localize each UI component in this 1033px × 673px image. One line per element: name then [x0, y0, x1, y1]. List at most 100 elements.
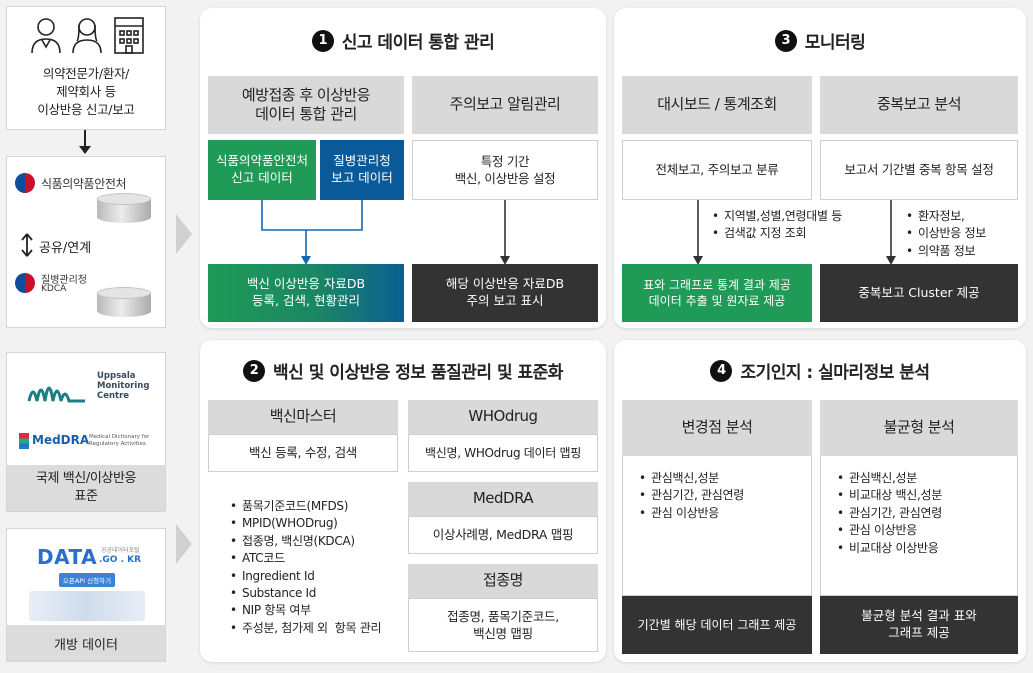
list-item: 비교대상 백신,성분 — [837, 487, 942, 505]
list-item: MPID(WHODrug) — [230, 515, 381, 533]
p3-bullets-right: 환자정보, 이상반응 정보 의약품 정보 — [904, 208, 986, 261]
p1-result-left: 백신 이상반응 자료DB 등록, 검색, 현황관리 — [208, 264, 404, 322]
reporter-icons — [31, 17, 144, 54]
p3-result-left: 표와 그래프로 통계 결과 제공 데이터 추출 및 원자료 제공 — [622, 264, 812, 322]
arrow-reporters-to-agencies — [84, 130, 86, 148]
kdca-db-icon — [97, 287, 151, 321]
reporters-text: 의약전문가/환자/ 제약회사 등 이상반응 신고/보고 — [37, 66, 135, 118]
mfds-db-icon — [97, 193, 151, 227]
list-item: NIP 항목 여부 — [230, 602, 381, 620]
list-item: 지역별,성별,연령대별 등 — [712, 208, 842, 226]
flow-chevron-top — [176, 214, 192, 254]
datagokr-laptop-illustration — [29, 591, 145, 621]
list-item: 관심기간, 관심연령 — [837, 505, 942, 523]
intl-standards-card: Uppsala Monitoring Centre MedDRA Medical… — [6, 352, 166, 512]
p4-left-body: 관심백신,성분 관심기간, 관심연령 관심 이상반응 — [622, 456, 812, 596]
list-item: ATC코드 — [230, 550, 381, 568]
agencies-card: 식품의약품안전처 공유/연계 질병관리청 KDCA — [6, 156, 166, 328]
panel4-number-badge: 4 — [710, 359, 733, 382]
flow-chevron-bottom — [176, 524, 192, 564]
p4-header-left: 변경점 분석 — [622, 400, 812, 456]
pharma-building-icon — [114, 17, 144, 54]
p2-vaccine-master-desc: 백신 등록, 수정, 검색 — [208, 434, 398, 472]
p1-header-right: 주의보고 알림관리 — [412, 76, 598, 134]
list-item: 접종명, 백신명(KDCA) — [230, 533, 381, 551]
list-item: Substance Id — [230, 585, 381, 603]
list-item: Ingredient Id — [230, 568, 381, 586]
p4-result-right: 불균형 분석 결과 표와 그래프 제공 — [820, 596, 1018, 654]
p4-header-right: 불균형 분석 — [820, 400, 1018, 456]
open-data-card: DATA 공공데이터포털 .GO . KR 오픈API 신청하기 개방 데이터 — [6, 528, 166, 662]
p3-bullets-left: 지역별,성별,연령대별 등 검색값 지정 조회 — [710, 208, 842, 243]
p1-condition-box: 특정 기간 백신, 이상반응 설정 — [412, 140, 598, 200]
p1-merge-connector — [261, 200, 510, 265]
datagokr-small-label: 공공데이터포털 — [101, 547, 140, 554]
panel1-title-row: 1 신고 데이터 통합 관리 — [200, 28, 606, 53]
panel4-title-row: 4 조기인지 : 실마리정보 분석 — [614, 358, 1026, 383]
list-item: 관심백신,성분 — [639, 470, 744, 488]
intl-standard-label: 국제 백신/이상반응 표준 — [7, 465, 165, 511]
p4-right-body: 관심백신,성분 비교대상 백신,성분 관심기간, 관심연령 관심 이상반응 비교… — [820, 456, 1018, 596]
list-item: 관심 이상반응 — [639, 505, 744, 523]
p3-header-left: 대시보드 / 통계조회 — [622, 76, 812, 134]
p2-vaccination-desc: 접종명, 품목기준코드, 백신명 맵핑 — [408, 598, 598, 652]
p4-result-left: 기간별 해당 데이터 그래프 제공 — [622, 596, 812, 654]
meddra-logo-icon — [19, 433, 29, 449]
p2-whodrug-header: WHOdrug — [408, 400, 598, 434]
p1-mfds-data: 식품의약품안전처 신고 데이터 — [208, 140, 316, 200]
list-item: 이상반응 정보 — [906, 225, 986, 243]
mfds-label: 식품의약품안전처 — [41, 177, 127, 191]
datagokr-logo: DATA — [37, 545, 98, 569]
list-item: 관심 이상반응 — [837, 522, 942, 540]
open-data-label: 개방 데이터 — [7, 625, 165, 661]
list-item: 의약품 정보 — [906, 243, 986, 261]
share-label: 공유/연계 — [39, 241, 92, 256]
panel2-title: 백신 및 이상반응 정보 품질관리 및 표준화 — [273, 363, 563, 383]
share-arrow-icon — [21, 233, 33, 257]
datagokr-api-button: 오픈API 신청하기 — [59, 573, 115, 587]
p3-header-right: 중복보고 분석 — [820, 76, 1018, 134]
datagokr-domain: .GO . KR — [99, 555, 142, 565]
p1-header-left: 예방접종 후 이상반응 데이터 통합 관리 — [208, 76, 404, 134]
panel4-title: 조기인지 : 실마리정보 분석 — [740, 363, 930, 383]
p2-item-list: 품목기준코드(MFDS) MPID(WHODrug) 접종명, 백신명(KDCA… — [228, 498, 382, 638]
p2-whodrug-desc: 백신명, WHOdrug 데이터 맵핑 — [408, 434, 598, 472]
uppsala-logo-icon — [27, 386, 85, 403]
p1-result-right: 해당 이상반응 자료DB 주의 보고 표시 — [412, 264, 598, 322]
doctor-icon — [31, 18, 61, 54]
p3-arrows — [693, 200, 896, 265]
panel1-title: 신고 데이터 통합 관리 — [341, 33, 495, 53]
p3-result-right: 중복보고 Cluster 제공 — [820, 264, 1018, 322]
reporters-card: 의약전문가/환자/ 제약회사 등 이상반응 신고/보고 — [6, 6, 166, 130]
uppsala-logo-text: Uppsala Monitoring Centre — [97, 371, 150, 402]
panel3-title: 모니터링 — [804, 33, 866, 53]
list-item: 검색값 지정 조회 — [712, 225, 842, 243]
p4-bullets-left: 관심백신,성분 관심기간, 관심연령 관심 이상반응 — [637, 470, 744, 523]
panel1-number-badge: 1 — [311, 29, 334, 52]
arrow-head — [79, 146, 91, 154]
panel2-number-badge: 2 — [243, 359, 266, 382]
list-item: 주성분, 첨가제 외 항목 관리 — [230, 620, 382, 638]
p2-meddra-header: MedDRA — [408, 482, 598, 516]
p3-box-right: 보고서 기간별 중복 항목 설정 — [820, 140, 1018, 200]
panel3-title-row: 3 모니터링 — [614, 28, 1026, 53]
p3-box-left: 전체보고, 주의보고 분류 — [622, 140, 812, 200]
p2-meddra-desc: 이상사례명, MedDRA 맵핑 — [408, 516, 598, 554]
list-item: 관심백신,성분 — [837, 470, 942, 488]
panel3-number-badge: 3 — [774, 29, 797, 52]
list-item: 관심기간, 관심연령 — [639, 487, 744, 505]
kdca-label-ko: 질병관리청 — [41, 275, 87, 286]
p1-kdca-data: 질병관리청 보고 데이터 — [320, 140, 404, 200]
p2-vaccination-header: 접종명 — [408, 564, 598, 598]
kdca-emblem-icon — [15, 273, 35, 293]
patient-icon — [72, 18, 102, 54]
p2-vaccine-master-header: 백신마스터 — [208, 400, 398, 434]
panel-report-integration: 1 신고 데이터 통합 관리 예방접종 후 이상반응 데이터 통합 관리 주의보… — [200, 8, 606, 328]
kdca-label-en: KDCA — [41, 284, 67, 294]
panel-quality-standardization: 2 백신 및 이상반응 정보 품질관리 및 표준화 백신마스터 백신 등록, 수… — [200, 340, 606, 662]
meddra-subtitle: Medical Dictionary for Regulatory Activi… — [89, 434, 150, 448]
panel-monitoring: 3 모니터링 대시보드 / 통계조회 중복보고 분석 전체보고, 주의보고 분류… — [614, 8, 1026, 328]
list-item: 비교대상 이상반응 — [837, 540, 942, 558]
meddra-logo-text: MedDRA — [32, 433, 90, 447]
mfds-emblem-icon — [15, 173, 35, 193]
